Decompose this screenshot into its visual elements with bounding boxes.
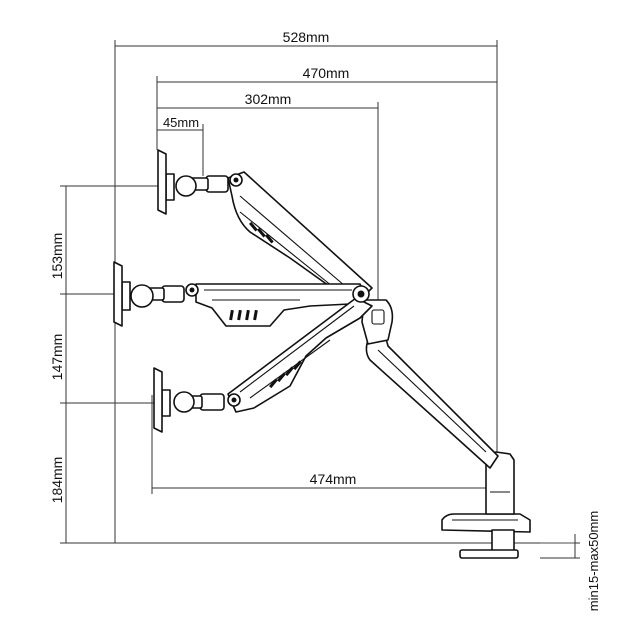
upper-tilt-head [205, 175, 229, 193]
clamp-top-plate [441, 513, 531, 533]
label-153: 153mm [49, 233, 65, 280]
arm-position-middle [113, 261, 367, 327]
elbow-pivot-inner [357, 290, 365, 298]
middle-vesa-plate [121, 281, 131, 311]
label-45: 45mm [163, 115, 199, 130]
upper-forearm [227, 171, 373, 301]
arm-position-upper [157, 149, 373, 301]
clamp-bottom-plate [459, 549, 519, 559]
upper-monitor-edge [157, 149, 167, 215]
label-302: 302mm [245, 91, 292, 107]
upper-vesa-plate [165, 173, 175, 201]
elbow-riser [361, 299, 394, 345]
lower-support-arm [365, 331, 499, 469]
clamp-body [491, 529, 515, 553]
lower-tilt-head [199, 393, 225, 411]
arm-position-lower [153, 297, 373, 433]
lower-ball-joint [173, 391, 195, 413]
upper-ball-joint [175, 175, 197, 197]
label-desk-thickness: min15-max50mm [586, 511, 601, 611]
middle-tilt-head [161, 285, 185, 303]
pole-and-base-arm [361, 299, 515, 515]
lower-monitor-edge [153, 367, 163, 433]
middle-ball-joint [130, 284, 154, 308]
label-184: 184mm [49, 457, 65, 504]
label-147: 147mm [49, 334, 65, 381]
lower-vesa-plate [161, 389, 171, 417]
elbow-pivot [352, 285, 370, 303]
label-528: 528mm [283, 29, 330, 45]
dimension-labels: 528mm 470mm 302mm 45mm 474mm 153mm 147mm… [49, 29, 601, 611]
desk-clamp [441, 513, 575, 559]
label-474: 474mm [310, 471, 357, 487]
label-470: 470mm [303, 65, 350, 81]
middle-monitor-edge [113, 261, 123, 327]
